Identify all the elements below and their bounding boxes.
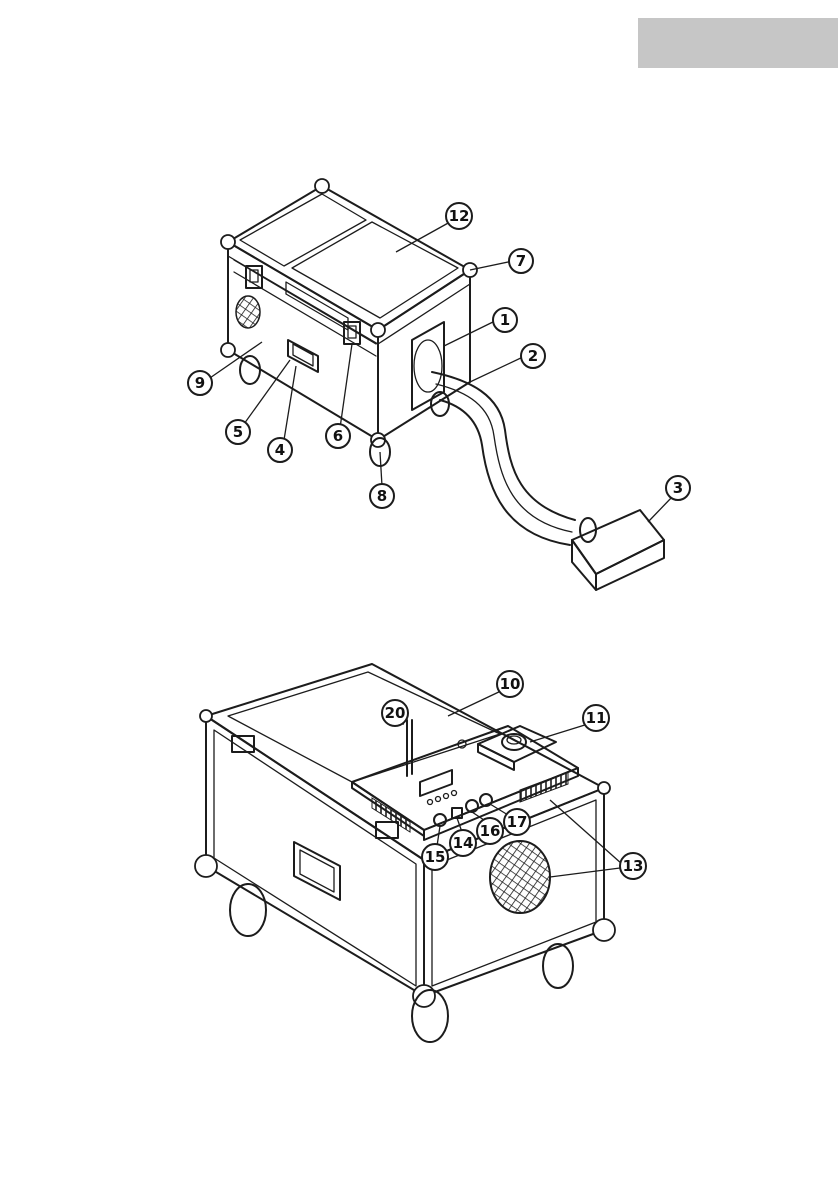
svg-text:4: 4: [275, 441, 285, 459]
svg-text:11: 11: [586, 709, 607, 727]
svg-text:8: 8: [377, 487, 387, 505]
svg-text:6: 6: [333, 427, 343, 445]
svg-text:2: 2: [528, 347, 538, 365]
callout-6: 6: [326, 344, 352, 448]
svg-text:20: 20: [385, 704, 406, 722]
callout-10: 10: [448, 671, 523, 716]
svg-text:17: 17: [507, 813, 528, 831]
callout-12: 12: [396, 203, 472, 252]
svg-text:10: 10: [500, 675, 521, 693]
callout-1: 1: [444, 308, 517, 346]
top-figure-drawing: [221, 179, 664, 590]
svg-text:15: 15: [425, 848, 446, 866]
svg-text:7: 7: [516, 252, 526, 270]
callout-4: 4: [268, 366, 296, 462]
svg-text:1: 1: [500, 311, 510, 329]
svg-text:5: 5: [233, 423, 243, 441]
svg-text:9: 9: [195, 374, 205, 392]
callout-20: 20: [382, 700, 408, 726]
callout-13: 13: [550, 800, 646, 879]
callout-3: 3: [648, 476, 690, 522]
svg-text:3: 3: [673, 479, 683, 497]
callout-7: 7: [470, 249, 533, 273]
svg-text:12: 12: [449, 207, 470, 225]
svg-text:14: 14: [453, 834, 474, 852]
svg-text:13: 13: [623, 857, 644, 875]
callout-2: 2: [470, 344, 545, 382]
callout-8: 8: [370, 452, 394, 508]
callout-5: 5: [226, 360, 290, 444]
svg-text:16: 16: [480, 822, 501, 840]
